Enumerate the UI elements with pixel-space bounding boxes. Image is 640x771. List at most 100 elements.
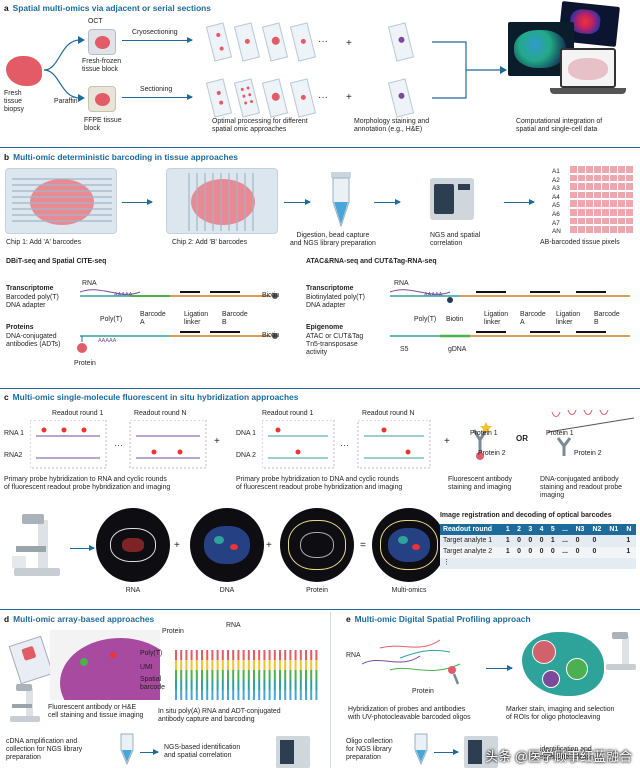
stained-tissue-zoom	[50, 630, 160, 700]
tissue-pixel	[586, 191, 593, 199]
slide	[289, 22, 317, 62]
rna-label-e: RNA	[346, 652, 361, 659]
tissue-pixel	[586, 174, 593, 182]
tissue-pixel	[602, 209, 609, 216]
tissue-pixel	[626, 183, 633, 190]
biotinylated-polyt-label: Biotinylated poly(T) DNA adapter	[306, 294, 365, 310]
dna-probe-schematic: ···	[262, 420, 431, 469]
ligation-linker-label-2: Ligation linker	[484, 311, 509, 327]
tissue-pixel	[586, 200, 593, 207]
tissue-pixel	[610, 166, 617, 173]
hybridization-label: Hybridization of probes and antibodies w…	[348, 706, 471, 722]
fresh-frozen-block	[88, 29, 116, 55]
he-slide	[387, 78, 415, 118]
rna-label-2: RNA	[394, 280, 409, 287]
dsp-tissue-roi	[522, 632, 604, 696]
dna-conjugated-antibody-icon	[547, 410, 635, 456]
tissue-pixel	[570, 174, 577, 182]
tissue-pixel	[626, 166, 633, 173]
tissue-pixel	[586, 183, 593, 190]
ngs-identification-label: NGS-based identification and spatial cor…	[164, 744, 241, 760]
ligation-linker-label: Ligation linker	[184, 311, 209, 327]
watermark: 头条 @医学顾事红蓝融合	[485, 749, 632, 765]
tissue-pixel	[578, 191, 585, 199]
tissue-pixel	[570, 166, 577, 173]
slide	[233, 22, 261, 62]
tissue-pixel	[578, 200, 585, 207]
tissue-pixel	[610, 217, 617, 225]
ffpe-block	[88, 86, 116, 112]
laptop-base	[550, 88, 626, 94]
polyt-label: Poly(T)	[100, 316, 123, 323]
svg-text:···: ···	[340, 440, 349, 450]
slide	[205, 78, 233, 118]
tissue-pixel	[618, 217, 625, 225]
sectioning-label: Sectioning	[140, 86, 173, 93]
dna-2-label: DNA 2	[236, 452, 256, 459]
probe-oligo-schematic	[361, 639, 461, 685]
tissue-pixel	[610, 209, 617, 216]
in-situ-label: In situ poly(A) RNA and ADT-conjugated a…	[158, 708, 281, 724]
primary-dna-label: Primary probe hybridization to DNA and c…	[236, 476, 403, 492]
readout-round-n-label-2: Readout round N	[362, 410, 415, 417]
tissue-pixel	[626, 174, 633, 182]
tissue-pixel	[578, 226, 585, 233]
tissue-pixel	[626, 200, 633, 207]
paraffin-label: Paraffin	[54, 98, 78, 105]
slide	[205, 22, 233, 62]
divider	[0, 147, 640, 148]
protein-2-label: Protein 2	[478, 450, 506, 457]
sequencer-icon	[430, 178, 474, 220]
multi-omics-circle-label: Multi-omics	[391, 587, 427, 594]
tube-icon	[331, 172, 351, 228]
ffpe-label: FFPE tissue block	[84, 117, 122, 133]
tissue-pixel	[618, 191, 625, 199]
rna-circle	[96, 508, 170, 582]
primary-rna-label: Primary probe hybridization to RNA and c…	[4, 476, 171, 492]
barcode-a-label: Barcode A	[140, 311, 166, 327]
or-label: OR	[516, 434, 528, 443]
protein-1-label-2: Protein 1	[546, 430, 574, 437]
fluorescent-ab-label: Fluorescent antibody staining and imagin…	[448, 476, 512, 492]
divider	[0, 388, 640, 389]
tissue-pixel	[586, 166, 593, 173]
tissue-pixel	[626, 191, 633, 199]
biotin-label-3: Biotin	[446, 316, 464, 323]
tube-icon	[120, 733, 134, 766]
marker-stain-label: Marker stain, imaging and selection of R…	[506, 706, 615, 722]
tissue-pixel	[578, 209, 585, 216]
tissue-pixel	[610, 226, 617, 233]
tissue-pixel	[578, 166, 585, 173]
tissue-pixel	[618, 209, 625, 216]
svg-text:···: ···	[114, 440, 123, 450]
dbit-title: DBiT-seq and Spatial CITE-seq	[6, 258, 107, 265]
tissue-pixel	[570, 217, 577, 225]
row-label: A5	[552, 202, 560, 210]
biotin-label: Biotin	[262, 292, 280, 299]
barcode-b-label-2: Barcode B	[594, 311, 620, 327]
row-label: A1	[552, 168, 560, 175]
dbit-construct	[77, 289, 278, 353]
tissue-pixel	[618, 174, 625, 182]
optimal-processing-label: Optimal processing for different spatial…	[212, 118, 308, 134]
barcoded-polyt-label: Barcoded poly(T) DNA adapter	[6, 294, 59, 310]
tissue-pixel	[594, 166, 601, 173]
microscope-icon	[10, 684, 40, 722]
fluor-he-label: Fluorescent antibody or H&E cell stainin…	[48, 704, 144, 720]
tissue-pixel	[586, 217, 593, 225]
sectioning-arrow	[122, 93, 193, 101]
divider	[0, 609, 640, 610]
protein-2-label-2: Protein 2	[574, 450, 602, 457]
spatial-barcode-label: Spatial barcode	[140, 676, 165, 692]
microscope-icon	[606, 632, 636, 670]
chip-1-label: Chip 1: Add 'A' barcodes	[6, 239, 82, 246]
transcriptome-label-2: Transcriptome	[306, 285, 354, 292]
readout-round-n-label: Readout round N	[134, 410, 187, 417]
